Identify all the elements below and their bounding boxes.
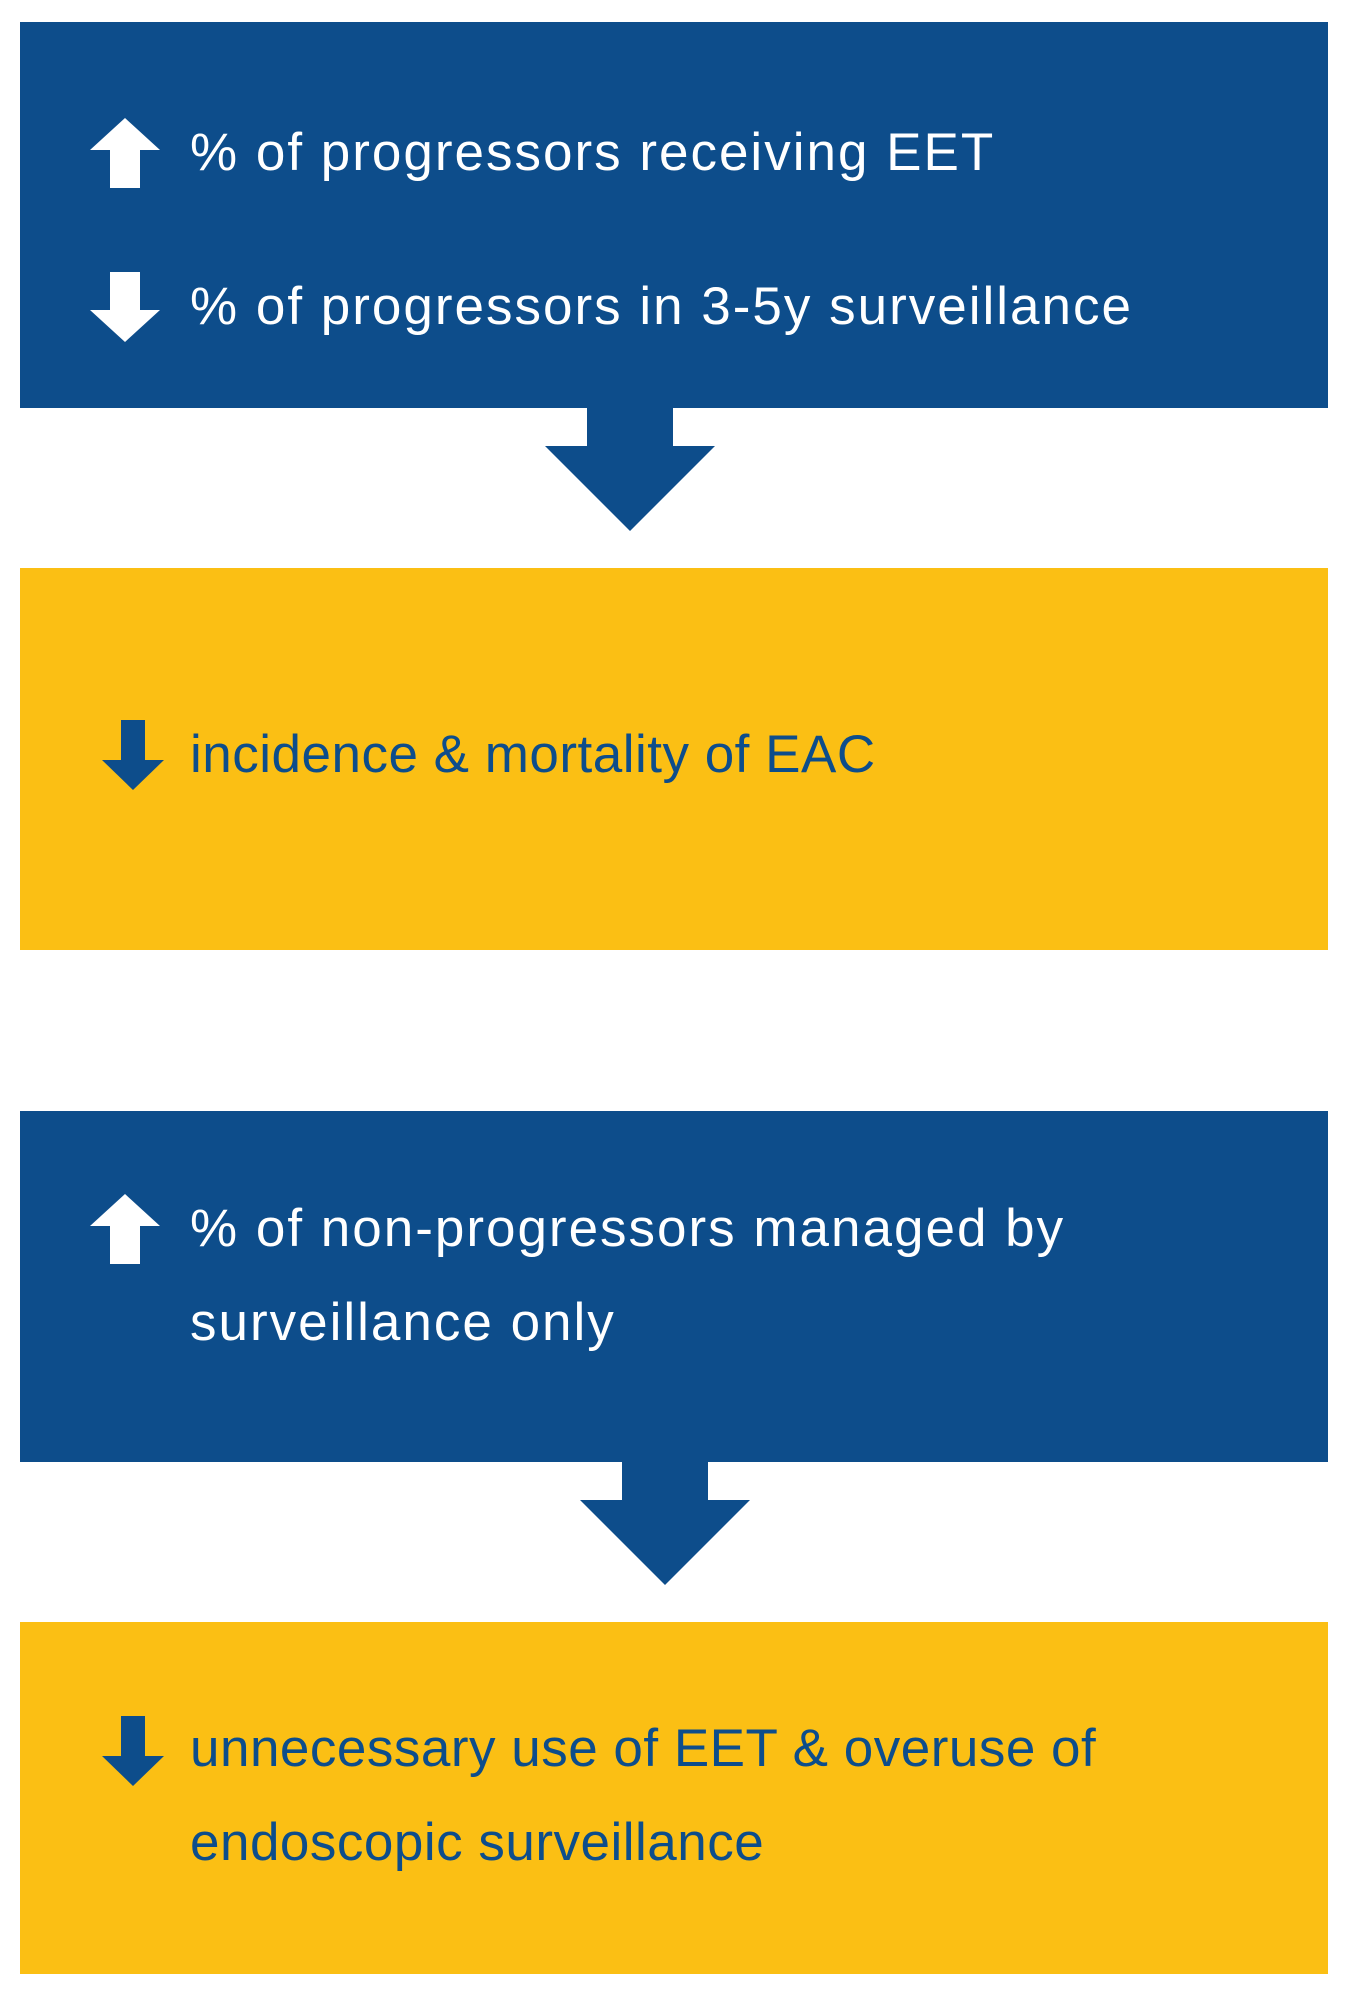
box-non-progressors: % of non-progressors managed by surveill… (20, 1111, 1328, 1462)
box-progressors: % of progressors receiving EET % of prog… (20, 22, 1328, 408)
progressors-surveillance-text: % of progressors in 3-5y surveillance (190, 277, 1133, 336)
arrow-down-icon (102, 720, 164, 790)
row-eac-outcome: incidence & mortality of EAC (20, 710, 1328, 800)
box-eac-outcome: incidence & mortality of EAC (20, 568, 1328, 950)
row-progressors-eet: % of progressors receiving EET (20, 108, 1328, 198)
eac-outcome-text: incidence & mortality of EAC (190, 725, 876, 784)
flow-arrow-down-icon (580, 1462, 750, 1585)
non-progressors-text: % of non-progressors managed by surveill… (190, 1199, 1066, 1352)
arrow-down-icon (90, 272, 160, 342)
progressors-eet-text: % of progressors receiving EET (190, 123, 996, 182)
box-overuse-outcome: unnecessary use of EET & overuse of endo… (20, 1622, 1328, 1974)
arrow-up-icon (90, 1194, 160, 1264)
arrow-down-icon (102, 1716, 164, 1786)
arrow-up-icon (90, 118, 160, 188)
flow-arrow-down-icon (545, 408, 715, 531)
overuse-outcome-text: unnecessary use of EET & overuse of endo… (190, 1719, 1097, 1872)
row-progressors-surveillance: % of progressors in 3-5y surveillance (20, 262, 1328, 352)
